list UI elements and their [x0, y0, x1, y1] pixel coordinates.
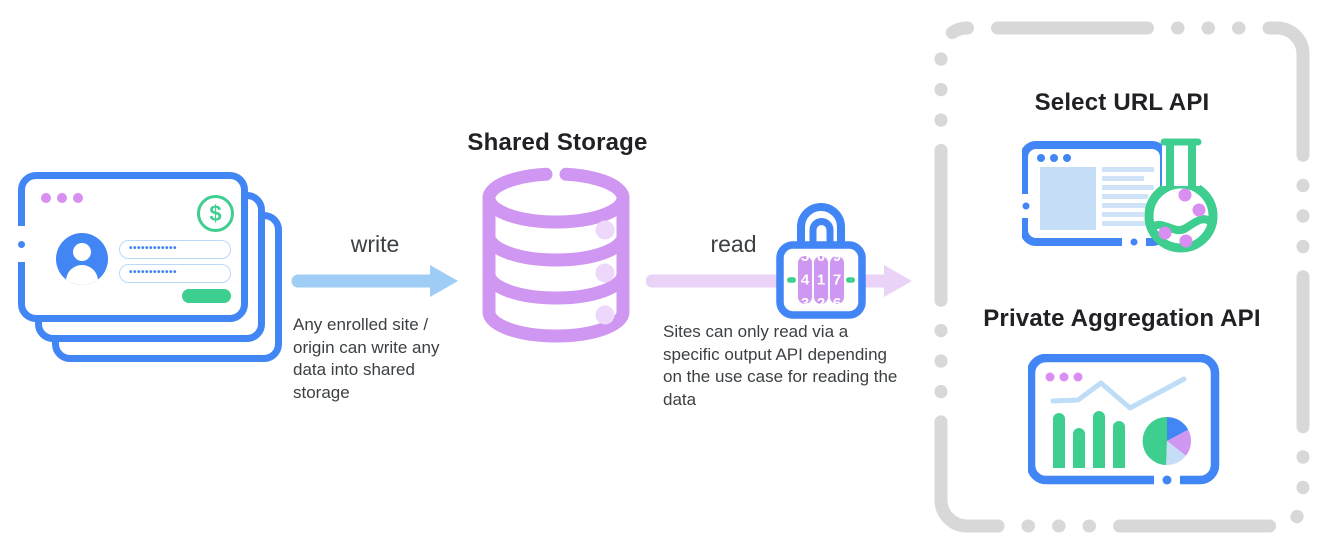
flask-bubble — [1178, 188, 1192, 202]
lock-shackle-outer — [797, 203, 845, 247]
database-icon — [482, 167, 630, 343]
bar-chart — [1053, 411, 1125, 468]
dashboard-dot — [1059, 372, 1069, 382]
flask-icon — [1144, 138, 1218, 253]
line-chart — [1050, 376, 1187, 411]
browser-dot — [1063, 154, 1071, 162]
submit-button — [182, 289, 231, 303]
frame-break-dot — [1130, 238, 1138, 246]
browser-text-rows — [1102, 167, 1154, 226]
flask-liquid-wave — [1147, 215, 1215, 234]
read-description: Sites can only read via a specific outpu… — [663, 322, 898, 409]
frame-break-dot — [1022, 202, 1030, 210]
dashboard-dot — [1073, 372, 1083, 382]
dial-digit-partial: 5 — [800, 256, 810, 265]
flask-bubble — [1158, 226, 1172, 240]
avatar-head — [73, 243, 91, 261]
lock-dial-2: 0 1 2 — [814, 256, 828, 304]
browser-content-block — [1040, 167, 1096, 230]
window-control-dots — [41, 193, 83, 203]
dollar-circle-icon: $ — [197, 195, 234, 232]
user-avatar-icon — [56, 233, 108, 285]
flask-neck — [1166, 142, 1196, 188]
password-field: •••••••••••• — [119, 264, 231, 283]
write-arrow-icon — [291, 265, 458, 297]
pie-chart — [1142, 416, 1192, 466]
select-url-api-icon — [1022, 138, 1218, 253]
database-top-ellipse — [482, 167, 630, 229]
browser-dot — [1037, 154, 1045, 162]
dial-digit-partial: 6 — [832, 295, 842, 304]
browser-window-front: $ •••••••••••• •••••••••••• — [18, 172, 248, 322]
database-band-dot — [595, 263, 615, 283]
dashboard-dot — [1045, 372, 1055, 382]
write-description: Any enrolled site / origin can write any… — [293, 315, 440, 402]
dial-marker-left — [787, 277, 796, 283]
dial-digit: 7 — [832, 271, 842, 289]
frame-break-dot — [1162, 475, 1172, 485]
lock-shackle-inner — [809, 218, 834, 247]
private-aggregation-api-title: Private Aggregation API — [983, 305, 1261, 332]
shared-storage-title: Shared Storage — [467, 129, 648, 156]
window-border-dot — [18, 241, 25, 248]
combination-lock-icon: 5 4 3 0 1 2 9 7 6 — [776, 198, 866, 326]
dial-digit-partial: 0 — [816, 256, 826, 265]
flask-bubble — [1179, 234, 1193, 248]
dial-digit: 4 — [800, 271, 810, 289]
write-label: write — [350, 231, 400, 257]
lock-dial-3: 9 7 6 — [830, 256, 844, 304]
read-label: read — [710, 231, 757, 257]
database-band-dot — [595, 220, 615, 240]
output-apis-dashed-panel — [934, 21, 1310, 533]
private-aggregation-api-icon — [1028, 354, 1220, 486]
dial-digit-partial: 9 — [832, 256, 842, 265]
select-url-api-title: Select URL API — [1034, 89, 1210, 116]
database-body — [482, 191, 630, 343]
dollar-symbol: $ — [209, 200, 222, 226]
dial-digit: 1 — [816, 271, 826, 289]
dial-digit-partial: 2 — [816, 295, 826, 304]
avatar-shoulders — [66, 265, 98, 285]
dial-digit-partial: 3 — [800, 295, 810, 304]
username-field: •••••••••••• — [119, 240, 231, 259]
database-band-dot — [595, 305, 615, 325]
lock-dials: 5 4 3 0 1 2 9 7 6 — [798, 256, 844, 304]
lock-dial-1: 5 4 3 — [798, 256, 812, 304]
browser-dot — [1050, 154, 1058, 162]
flask-bubble — [1192, 203, 1206, 217]
dial-marker-right — [846, 277, 855, 283]
